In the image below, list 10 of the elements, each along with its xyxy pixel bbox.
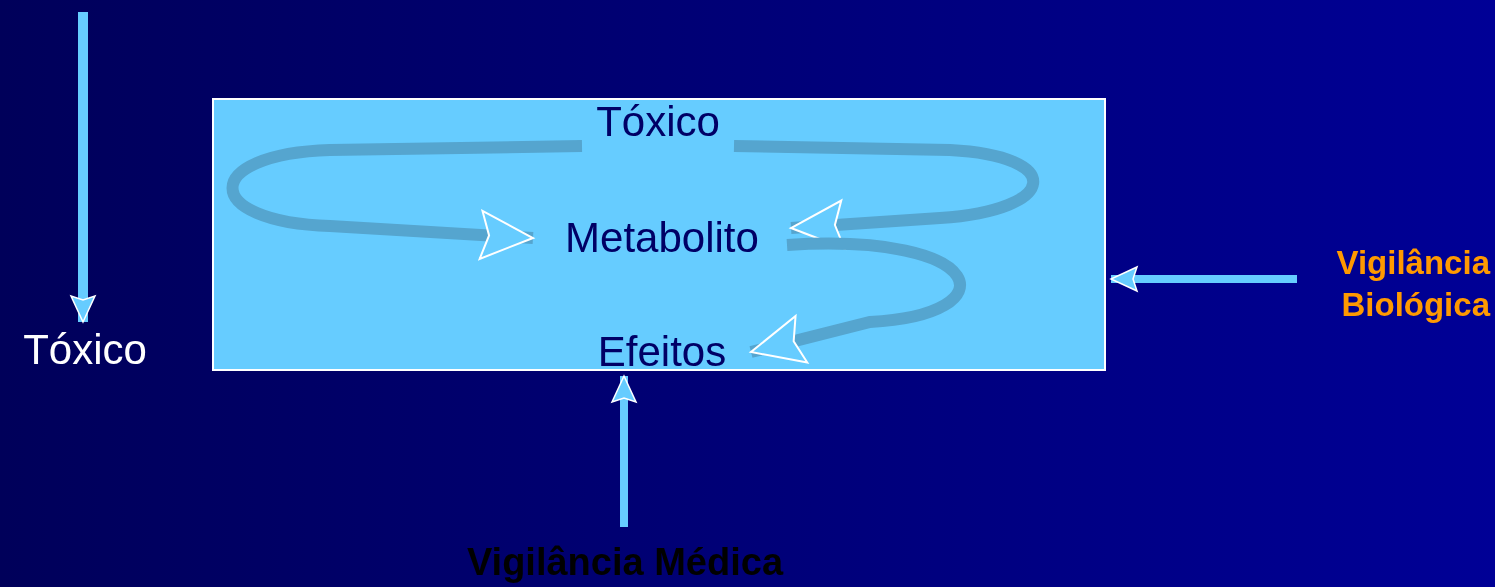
monitoring-label: Vigilância Biológica xyxy=(1298,242,1490,326)
monitoring-label: Vigilância Médica xyxy=(420,540,830,584)
stage-label: Tóxico xyxy=(582,98,734,146)
process-box xyxy=(212,98,1106,371)
stage-label: Efeitos xyxy=(577,328,747,376)
stage-label: Metabolito xyxy=(537,214,787,262)
input-label: Tóxico xyxy=(10,326,160,374)
curved-arrow xyxy=(749,237,966,364)
arrow xyxy=(70,12,96,323)
curved-arrow xyxy=(226,140,583,260)
